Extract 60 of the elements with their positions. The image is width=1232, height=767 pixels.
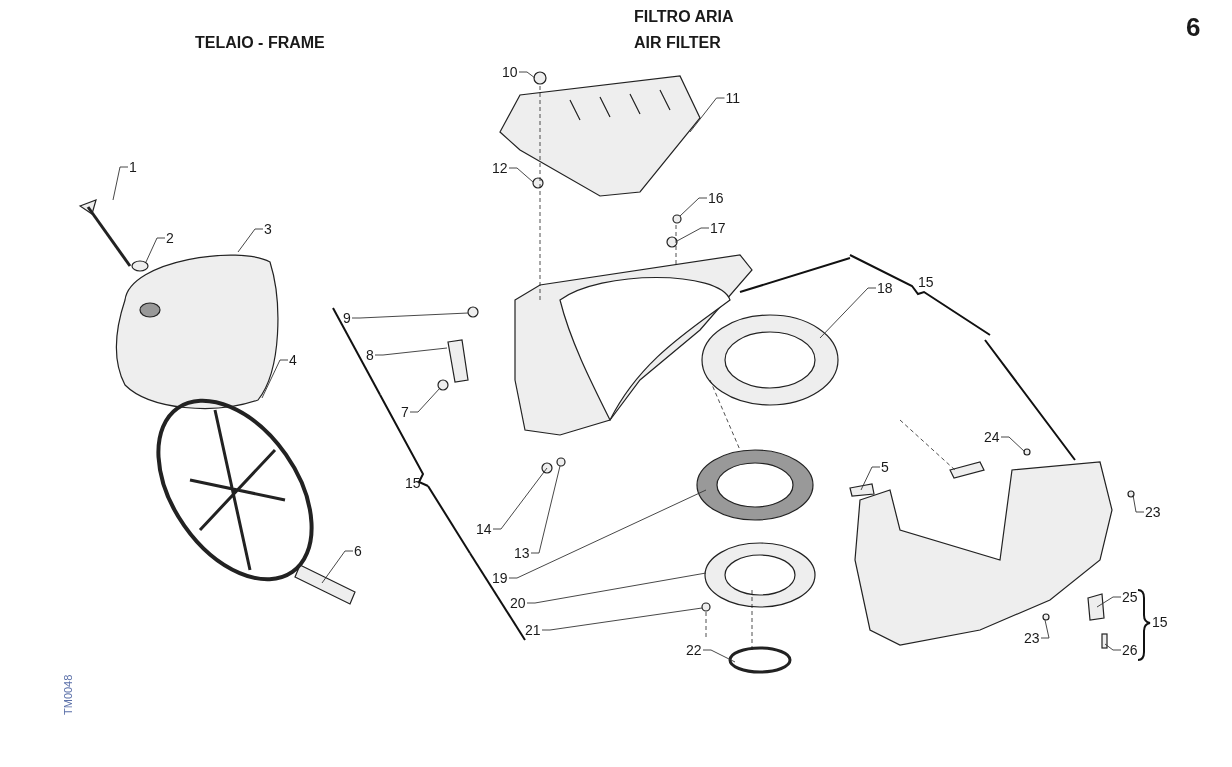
callout-number: 18 — [877, 280, 893, 296]
callout-number: 2 — [166, 230, 174, 246]
callout-number: 25 — [1122, 589, 1138, 605]
callout-number: 21 — [525, 622, 541, 638]
leader-line — [1040, 619, 1050, 639]
leader-line — [237, 228, 264, 253]
callout-number: 15 — [405, 475, 421, 491]
callout-number: 23 — [1145, 504, 1161, 520]
callout-number: 10 — [502, 64, 518, 80]
leader-line — [689, 97, 725, 133]
leader-line — [112, 166, 129, 201]
leader-line — [541, 607, 703, 631]
callout-number: 5 — [881, 459, 889, 475]
leader-line — [374, 347, 448, 356]
callout-number: 3 — [264, 221, 272, 237]
callout-number: 15 — [918, 274, 934, 290]
leader-line — [526, 572, 707, 604]
leader-line — [702, 649, 736, 663]
callout-number: 11 — [725, 90, 741, 106]
callout-number: 9 — [343, 310, 351, 326]
leader-line — [508, 167, 534, 183]
callout-number: 1 — [129, 159, 137, 175]
leader-line — [860, 466, 881, 491]
callout-number: 12 — [492, 160, 508, 176]
callout-number: 7 — [401, 404, 409, 420]
sheet-heading: FILTRO ARIA — [634, 8, 734, 26]
leader-line — [508, 489, 707, 579]
callout-number: 15 — [1152, 614, 1168, 630]
leader-line — [679, 197, 708, 217]
callout-number: 22 — [686, 642, 702, 658]
callout-number: 13 — [514, 545, 530, 561]
callout-number: 8 — [366, 347, 374, 363]
callout-number: 20 — [510, 595, 526, 611]
callout-number: 19 — [492, 570, 508, 586]
leader-line — [1132, 494, 1145, 513]
leader-line — [518, 71, 536, 79]
sheet-heading: AIR FILTER — [634, 34, 721, 52]
callout-number: 6 — [354, 543, 362, 559]
drawing-code: TM0048 — [62, 674, 74, 715]
leader-line — [492, 467, 548, 530]
leader-line — [409, 387, 441, 413]
callout-number: 16 — [708, 190, 724, 206]
leader-line — [819, 287, 877, 339]
sheet-heading: TELAIO - FRAME — [195, 34, 325, 52]
callout-number: 17 — [710, 220, 726, 236]
leader-line — [676, 227, 710, 242]
callout-number: 24 — [984, 429, 1000, 445]
callout-number: 23 — [1024, 630, 1040, 646]
leader-line — [351, 312, 469, 319]
leader-line — [1096, 596, 1122, 608]
leader-line — [1000, 436, 1026, 453]
leader-line — [1104, 643, 1122, 651]
page-number: 6 — [1186, 12, 1201, 43]
leader-line — [530, 465, 561, 554]
callout-number: 14 — [476, 521, 492, 537]
leader-line — [145, 237, 166, 263]
leader-line — [321, 550, 354, 584]
callout-number: 26 — [1122, 642, 1138, 658]
callout-number: 4 — [289, 352, 297, 368]
leader-line — [261, 359, 289, 399]
